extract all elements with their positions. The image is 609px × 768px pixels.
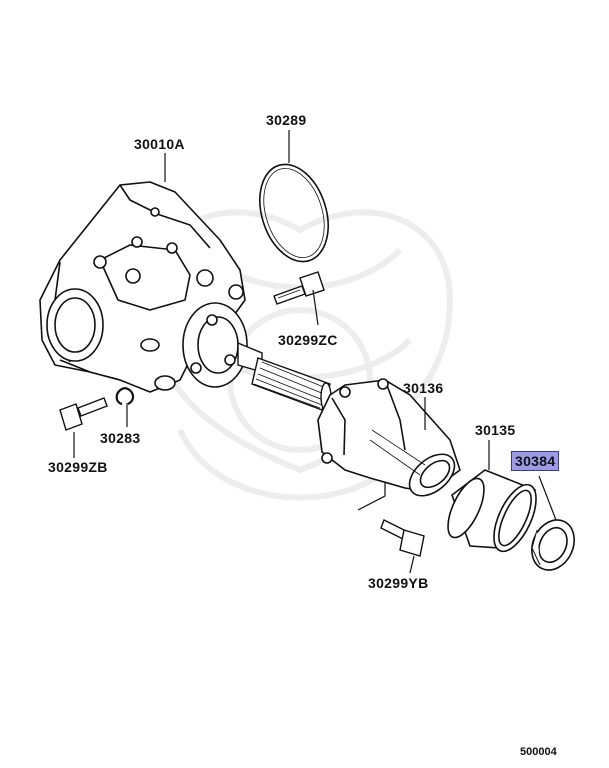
bolt-30299ZB bbox=[59, 397, 108, 431]
label-30384-highlighted[interactable]: 30384 bbox=[511, 451, 560, 471]
output-shaft bbox=[237, 341, 332, 412]
label-30136: 30136 bbox=[403, 380, 444, 396]
transfer-case-body bbox=[39, 181, 248, 393]
leader-lines bbox=[73, 130, 557, 574]
extension-housing bbox=[317, 378, 461, 497]
label-30283: 30283 bbox=[100, 430, 141, 446]
label-30299YB: 30299YB bbox=[368, 575, 429, 591]
gasket-30289-inner bbox=[263, 168, 325, 258]
label-30010A: 30010A bbox=[134, 136, 185, 152]
oil-seal-30384 bbox=[531, 519, 575, 571]
bushing-30135 bbox=[447, 469, 537, 553]
diagram-code: 500004 bbox=[520, 746, 557, 758]
label-30135: 30135 bbox=[475, 422, 516, 438]
label-30299ZC: 30299ZC bbox=[278, 332, 338, 348]
gasket-30289 bbox=[259, 163, 329, 263]
bolt-30299YB bbox=[380, 519, 425, 557]
label-30299ZB: 30299ZB bbox=[48, 459, 108, 475]
bolt-30299ZC bbox=[273, 271, 325, 305]
label-30289: 30289 bbox=[266, 112, 307, 128]
snap-ring-30283 bbox=[115, 386, 135, 406]
